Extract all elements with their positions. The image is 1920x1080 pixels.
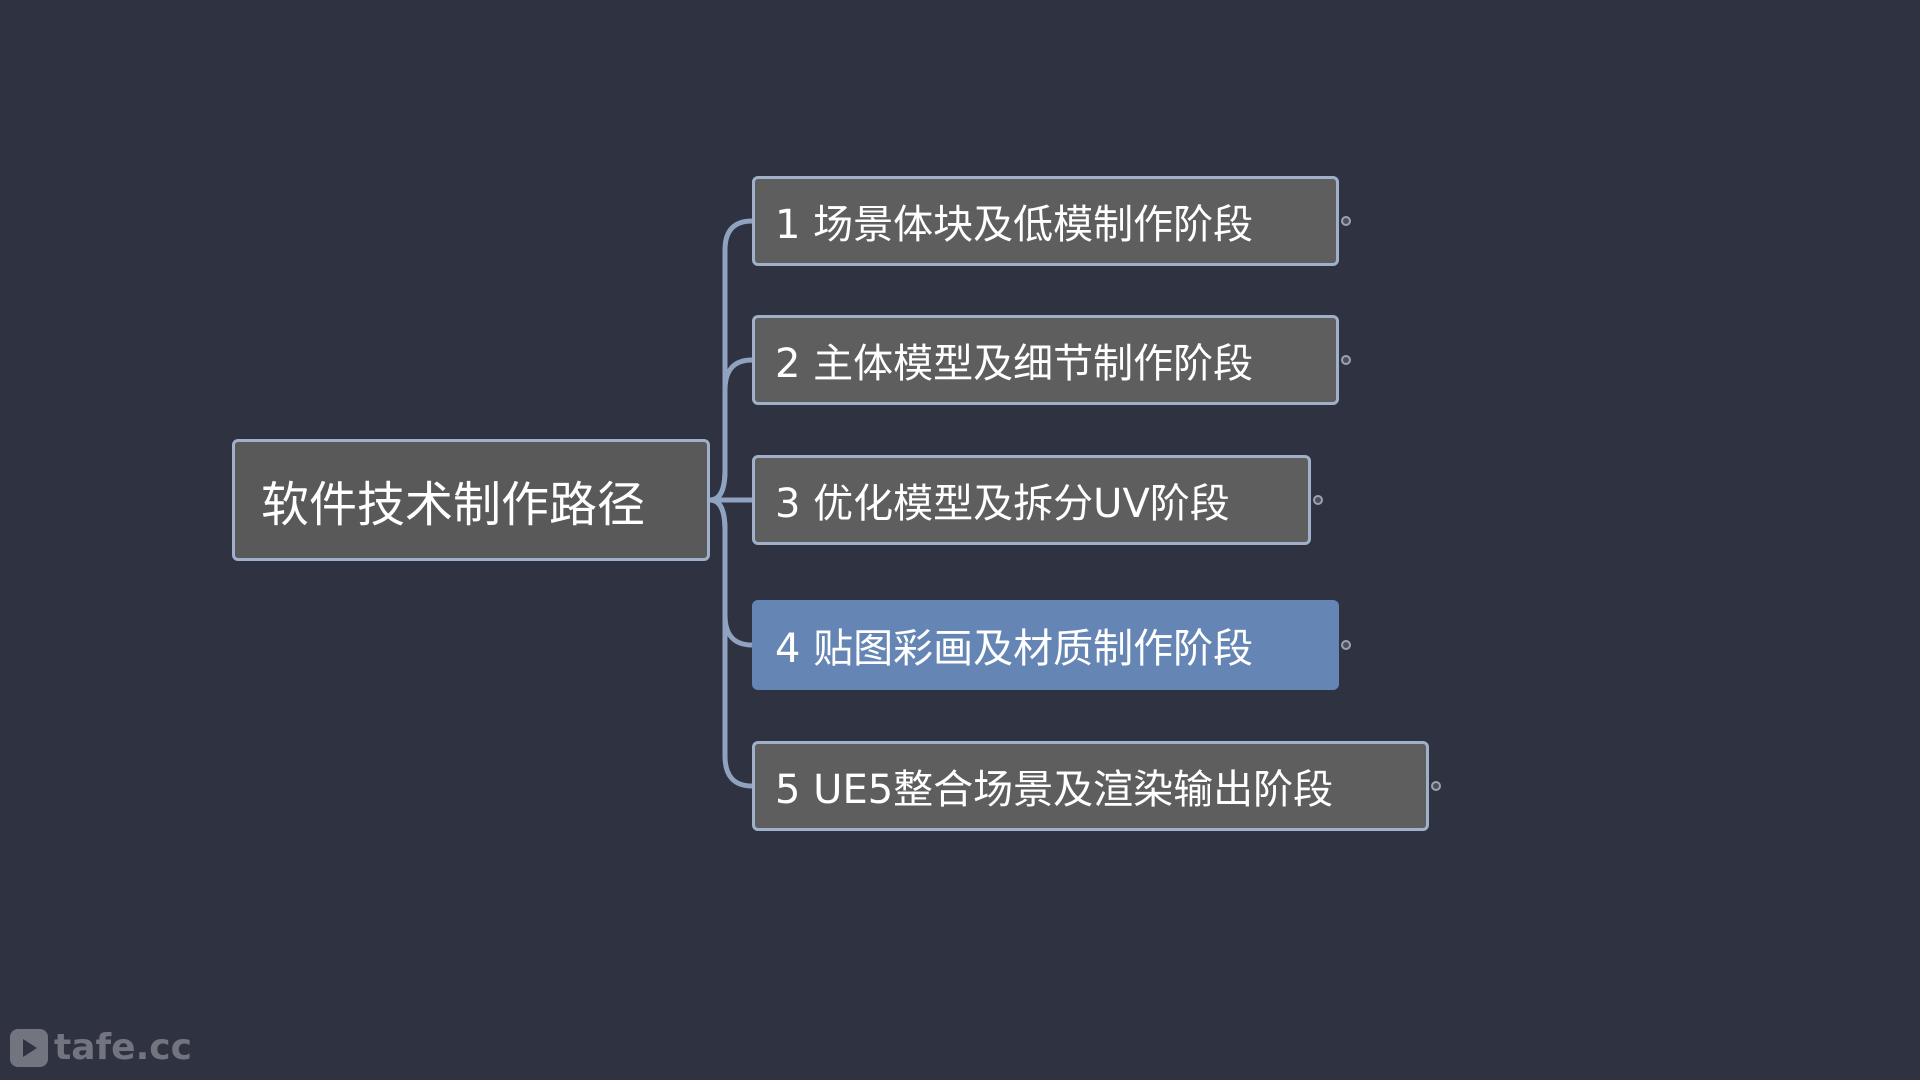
collapse-handle-icon[interactable] (1313, 495, 1323, 505)
branch-topic-1[interactable]: 1 场景体块及低模制作阶段 (752, 176, 1339, 266)
watermark-text: tafe.cc (54, 1027, 192, 1068)
root-topic-label: 软件技术制作路径 (261, 477, 646, 533)
collapse-handle-icon[interactable] (1431, 781, 1441, 791)
branch-topic-label: 5 UE5整合场景及渲染输出阶段 (775, 767, 1334, 813)
connector-1 (707, 218, 755, 503)
play-logo-icon (10, 1028, 48, 1067)
connector-2 (707, 357, 755, 503)
branch-topic-label: 2 主体模型及细节制作阶段 (775, 341, 1254, 387)
watermark: tafe.cc (10, 1027, 192, 1068)
connector-4 (707, 497, 755, 648)
branch-topic-2[interactable]: 2 主体模型及细节制作阶段 (752, 315, 1339, 405)
branch-topic-5[interactable]: 5 UE5整合场景及渲染输出阶段 (752, 741, 1429, 831)
collapse-handle-icon[interactable] (1341, 355, 1351, 365)
branch-topic-3[interactable]: 3 优化模型及拆分UV阶段 (752, 455, 1311, 545)
root-topic[interactable]: 软件技术制作路径 (232, 439, 710, 561)
branch-topic-label: 4 贴图彩画及材质制作阶段 (775, 626, 1254, 672)
branch-topic-4-selected[interactable]: 4 贴图彩画及材质制作阶段 (752, 600, 1339, 690)
branch-topic-label: 3 优化模型及拆分UV阶段 (775, 481, 1230, 527)
collapse-handle-icon[interactable] (1341, 640, 1351, 650)
collapse-handle-icon[interactable] (1341, 216, 1351, 226)
branch-topic-label: 1 场景体块及低模制作阶段 (775, 202, 1254, 248)
connector-5 (707, 497, 755, 789)
